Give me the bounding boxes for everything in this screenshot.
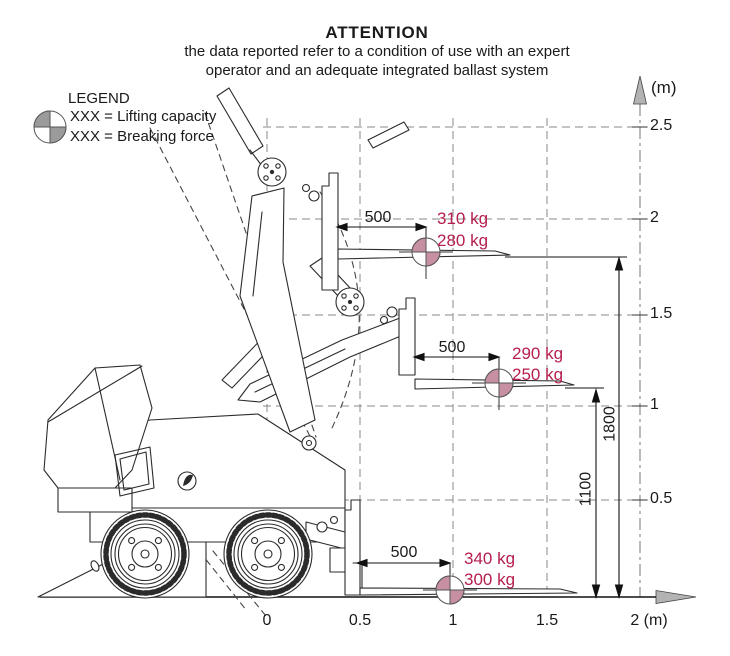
boom-high [239,187,316,433]
boom-mid-cylinder-rod [367,121,410,149]
y-tick-1-5: 1.5 [650,305,673,322]
forks-low [359,587,578,596]
breaking-force-high: 280 kg [437,231,489,250]
breaking-force-low: 300 kg [464,570,516,589]
lifting-capacity-mid: 290 kg [512,344,564,363]
load-symbol-mid-icon [472,357,526,410]
distance-dim-mid: 500 [438,339,466,356]
rear-wheel [100,509,190,599]
axis-arrows [632,75,697,604]
lifting-capacity-low: 340 kg [464,549,516,568]
mini-loader-drawing [37,87,578,617]
y-tick-1: 1 [650,396,659,413]
lifting-capacity-high: 310 kg [437,209,489,228]
load-point-symbols [33,110,526,605]
fork-carriage-low [344,499,578,596]
x-tick-0-5: 0.5 [348,612,372,629]
y-axis-arrow-icon [632,75,648,105]
y-axis-unit: (m) [651,78,677,97]
x-tick-2-m: 2 (m) [630,612,668,629]
legend-heading: LEGEND [68,90,130,107]
x-axis-arrow-icon [655,590,697,604]
distance-dim-low: 500 [390,544,418,561]
distance-dim-high: 500 [364,209,392,226]
attention-line1: the data reported refer to a condition o… [184,43,570,60]
front-wheel [223,509,313,599]
y-tick-0-5: 0.5 [650,490,673,507]
x-tick-1-5: 1.5 [535,612,559,629]
x-tick-1: 1 [448,612,458,629]
height-dim-1800: 1800 [601,406,619,442]
load-symbol-low-icon [423,563,477,605]
y-tick-2: 2 [650,209,659,226]
legend-lifting-label: XXX = Lifting capacity [70,108,217,125]
legend-breaking-label: XXX = Breaking force [70,128,214,145]
attention-title: ATTENTION [325,23,429,42]
y-tick-2-5: 2.5 [650,117,673,134]
dimension-annotations [335,222,627,599]
height-dim-1100: 1100 [577,471,595,507]
cab-window [114,446,155,497]
boom-high-cylinder [216,87,264,155]
load-symbol-high-icon [399,227,453,279]
attention-line2: operator and an adequate integrated ball… [205,62,549,79]
chassis-body [89,413,346,543]
breaking-force-mid: 250 kg [512,365,564,384]
leaf-emblem-icon [177,471,197,491]
legend-symbol-icon [33,110,67,144]
x-tick-0: 0 [262,612,272,629]
